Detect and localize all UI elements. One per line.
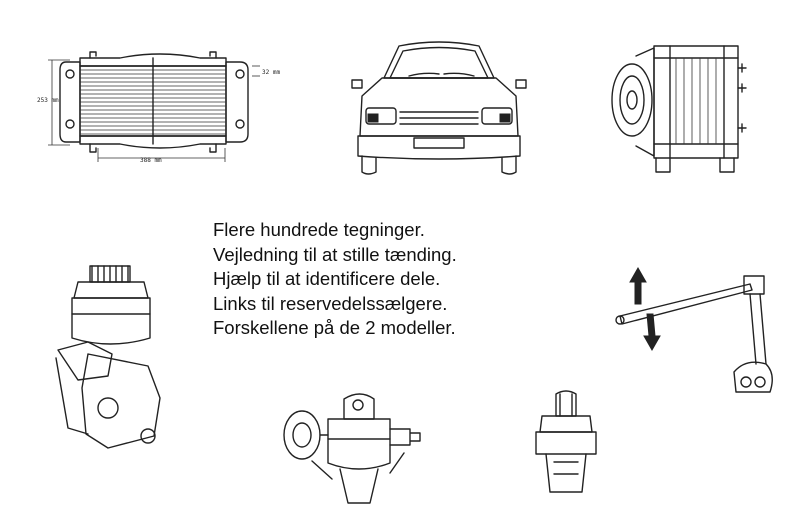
radiator-drawing: 253 mm 32 mm 388 mm bbox=[30, 40, 280, 170]
feature-item: Forskellene på de 2 modeller. bbox=[213, 317, 456, 338]
arrow-down-icon bbox=[643, 313, 661, 352]
feature-item: Flere hundrede tegninger. bbox=[213, 219, 425, 240]
radiator-height-label: 253 mm bbox=[37, 97, 59, 104]
feature-list: Flere hundrede tegninger. Vejledning til… bbox=[213, 218, 457, 341]
feature-item: Vejledning til at stille tænding. bbox=[213, 243, 457, 265]
bulb-socket-drawing bbox=[526, 388, 606, 500]
alternator-drawing bbox=[606, 38, 756, 178]
feature-item: Hjælp til at identificere dele. bbox=[213, 268, 441, 289]
alternator-ribs bbox=[675, 58, 717, 144]
distributor-drawing bbox=[272, 383, 447, 513]
arrow-up-icon bbox=[629, 266, 647, 305]
adjustment-lever-drawing bbox=[610, 266, 778, 400]
radiator-depth-label: 32 mm bbox=[262, 69, 280, 76]
car-front-drawing bbox=[351, 38, 527, 178]
power-steering-pump-drawing bbox=[48, 258, 173, 458]
radiator-width-label: 388 mm bbox=[140, 157, 162, 164]
feature-item: Links til reservedelssælgere. bbox=[213, 292, 448, 314]
